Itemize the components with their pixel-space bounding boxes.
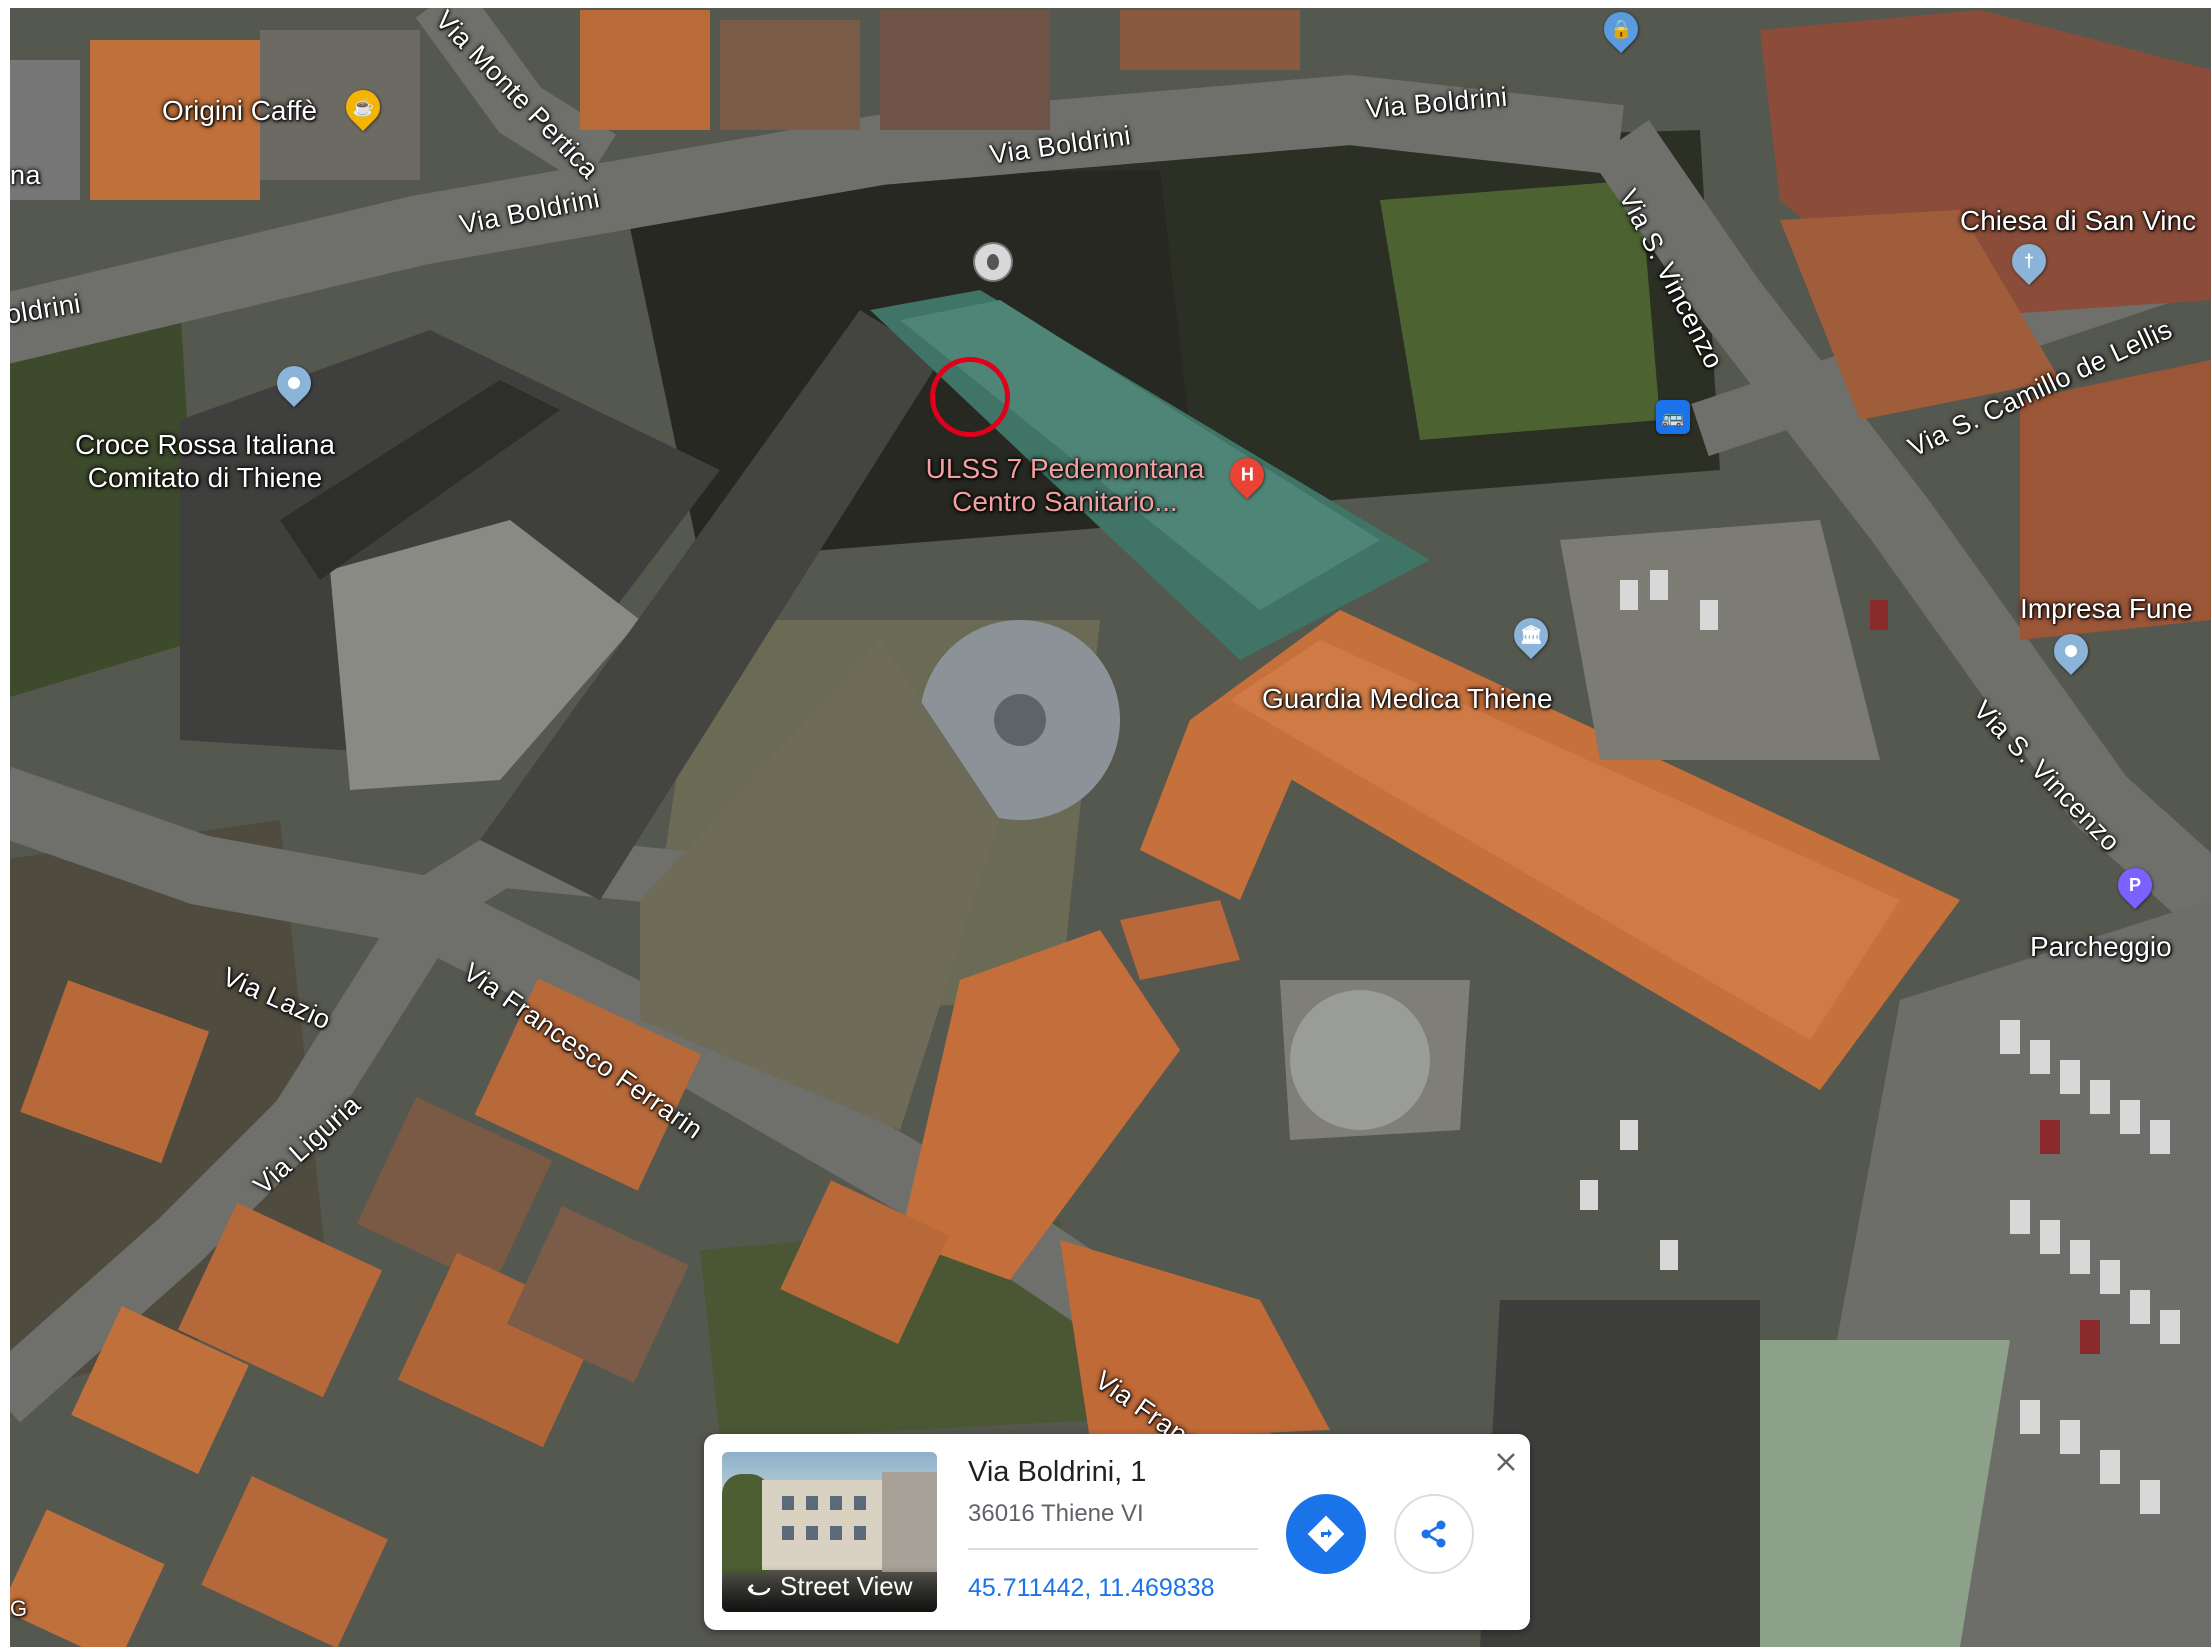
bus-icon[interactable]: 🚌 (1656, 400, 1690, 434)
poi-ulss[interactable]: ULSS 7 Pedemontana Centro Sanitario... (900, 452, 1230, 518)
street-view-icon (747, 1583, 771, 1595)
poi-croce-rossa-line2: Comitato di Thiene (87, 462, 323, 493)
place-info-card[interactable]: Street View Via Boldrini, 1 36016 Thiene… (704, 1434, 1530, 1630)
address-city: 36016 Thiene VI (968, 1500, 1144, 1527)
selection-circle (930, 357, 1010, 437)
edge-text-left: na (10, 160, 42, 190)
poi-chiesa[interactable]: Chiesa di San Vinc (1960, 205, 2197, 236)
poi-guardia-medica[interactable]: Guardia Medica Thiene (1262, 683, 1553, 714)
poi-origini-caffe[interactable]: Origini Caffè (162, 95, 318, 126)
poi-ulss-line1: ULSS 7 Pedemontana (925, 453, 1205, 484)
top-edge-border (0, 0, 2211, 8)
dropped-pin-icon[interactable] (973, 242, 1013, 282)
left-edge-border (0, 0, 10, 1647)
share-button[interactable] (1394, 1494, 1474, 1574)
poi-parcheggio[interactable]: Parcheggio (2030, 931, 2172, 962)
share-icon (1421, 1520, 1446, 1548)
edge-text-bottom: G (10, 1596, 28, 1621)
poi-croce-rossa-line1: Croce Rossa Italiana (75, 429, 335, 460)
address-title: Via Boldrini, 1 (968, 1456, 1147, 1488)
coordinates-link[interactable]: 45.711442, 11.469838 (968, 1574, 1215, 1602)
poi-ulss-line2: Centro Sanitario... (952, 486, 1178, 517)
poi-croce-rossa[interactable]: Croce Rossa Italiana Comitato di Thiene (60, 428, 350, 494)
directions-button[interactable] (1286, 1494, 1366, 1574)
directions-icon (1307, 1515, 1345, 1553)
close-icon (1497, 1453, 1515, 1471)
card-divider (968, 1548, 1258, 1550)
street-view-label: Street View (780, 1571, 913, 1601)
close-button[interactable] (1490, 1446, 1522, 1478)
street-view-thumbnail[interactable]: Street View (722, 1452, 937, 1612)
poi-impresa[interactable]: Impresa Fune (2020, 593, 2193, 624)
